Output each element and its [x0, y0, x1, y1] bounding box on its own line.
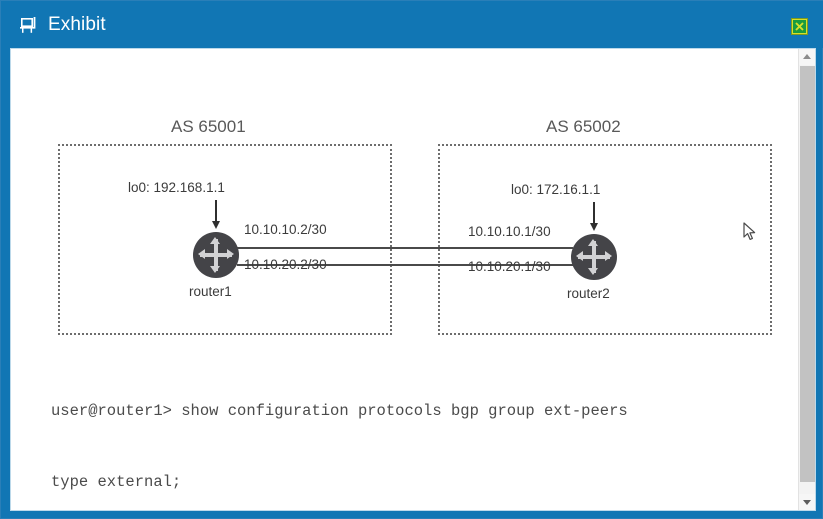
router-arrow-down [588, 268, 598, 275]
as-label-65002: AS 65002 [546, 117, 621, 136]
link-line-10-10-10 [237, 247, 573, 249]
mouse-pointer-icon [743, 222, 757, 242]
as-boundary-65002 [438, 144, 772, 335]
terminal-line: user@router1> show configuration protoco… [51, 402, 628, 420]
router-arrow-left [198, 249, 205, 259]
close-icon [793, 20, 806, 33]
router-arm-vertical [214, 239, 218, 271]
network-diagram: AS 65001 AS 65002 lo0: 192.168.1.1 [11, 49, 799, 335]
terminal-line: type external; [51, 472, 182, 491]
loopback-arrow-router2 [590, 202, 598, 231]
exhibit-easel-icon [19, 15, 39, 35]
router-arrow-left [576, 251, 583, 261]
interface-label-router1-ge0: 10.10.10.2/30 [244, 222, 327, 237]
interface-label-router1-ge1: 10.10.20.2/30 [244, 257, 327, 272]
router-name-router1: router1 [189, 284, 232, 299]
router-name-router2: router2 [567, 286, 610, 301]
link-line-10-10-20 [237, 264, 573, 266]
router-icon-router1 [193, 232, 239, 278]
interface-label-router2-ge1: 10.10.20.1/30 [468, 259, 551, 274]
terminal-output: user@router1> show configuration protoco… [51, 353, 791, 510]
window-titlebar: Exhibit [1, 1, 823, 48]
loopback-label-router2: lo0: 172.16.1.1 [511, 182, 601, 197]
router-arrow-up [210, 237, 220, 244]
scroll-thumb[interactable] [800, 66, 815, 482]
exhibit-content-frame: AS 65001 AS 65002 lo0: 192.168.1.1 [10, 48, 816, 511]
close-button[interactable] [791, 18, 808, 35]
scroll-up-arrow-icon[interactable] [799, 49, 815, 65]
router-arm-vertical [592, 241, 596, 273]
router-arrow-right [605, 251, 612, 261]
vertical-scrollbar[interactable] [798, 49, 815, 510]
loopback-arrow-router1 [212, 200, 220, 229]
router-arrow-right [227, 249, 234, 259]
router-arrow-down [210, 266, 220, 273]
as-label-65001: AS 65001 [171, 117, 246, 136]
exhibit-content: AS 65001 AS 65002 lo0: 192.168.1.1 [11, 49, 799, 510]
window-title: Exhibit [48, 13, 106, 35]
interface-label-router2-ge0: 10.10.10.1/30 [468, 224, 551, 239]
triangle-down-icon [803, 500, 811, 505]
as-boundary-65001 [58, 144, 392, 335]
triangle-up-icon [803, 54, 811, 59]
loopback-label-router1: lo0: 192.168.1.1 [128, 180, 225, 195]
scroll-down-arrow-icon[interactable] [799, 494, 815, 510]
router-arrow-up [588, 239, 598, 246]
router-icon-router2 [571, 234, 617, 280]
